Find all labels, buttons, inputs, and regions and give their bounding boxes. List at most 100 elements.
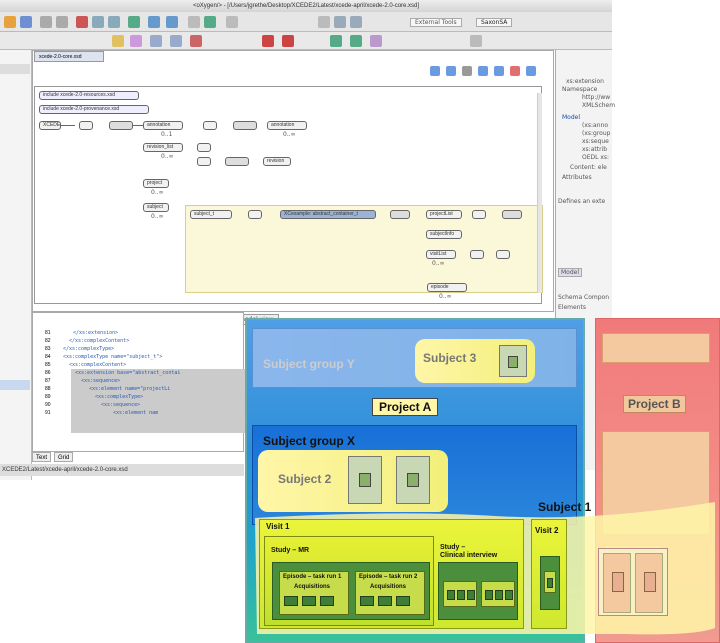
sequence-node-4[interactable] bbox=[197, 157, 211, 166]
choice-node-2[interactable] bbox=[233, 121, 257, 130]
sequence-node-8[interactable] bbox=[496, 250, 510, 259]
editor-tab[interactable]: xcede-2.0-core.xsd bbox=[34, 51, 104, 62]
indent-icon[interactable] bbox=[170, 35, 182, 47]
annotation-node[interactable]: annotation bbox=[143, 121, 183, 130]
rp-item-1[interactable]: Namespace bbox=[562, 86, 598, 93]
code-line[interactable]: <xs:element nam bbox=[113, 410, 159, 416]
settings-icon[interactable] bbox=[470, 35, 482, 47]
zoom-icon[interactable] bbox=[166, 16, 178, 28]
collapse-icon[interactable] bbox=[494, 66, 504, 76]
back-arrow-icon[interactable] bbox=[188, 16, 200, 28]
rp-description: Defines an exte bbox=[558, 198, 606, 205]
debug-icon[interactable] bbox=[350, 16, 362, 28]
code-line[interactable]: <xs:sequence> bbox=[101, 402, 141, 408]
zoom-in-icon[interactable] bbox=[526, 66, 536, 76]
grid-view-icon[interactable] bbox=[430, 66, 440, 76]
paste-icon[interactable] bbox=[108, 16, 120, 28]
left-panel-selection[interactable] bbox=[0, 380, 30, 390]
text-tab[interactable]: Text bbox=[32, 452, 52, 462]
table-view-icon[interactable] bbox=[446, 66, 456, 76]
code-line[interactable]: <xs:complexContent> bbox=[69, 362, 127, 368]
sequence-node-6[interactable] bbox=[472, 210, 486, 219]
code-line[interactable]: <xs:extension base="abstract_contai bbox=[75, 370, 181, 376]
tag-icon[interactable] bbox=[112, 35, 124, 47]
subject-node[interactable]: subject bbox=[143, 203, 169, 212]
status-bar: XCEDE2/Latest/xcede-april/xcede-2.0-core… bbox=[0, 464, 244, 476]
episode-node[interactable]: episode bbox=[427, 283, 467, 292]
subject-3-box: Subject 3 bbox=[415, 339, 535, 383]
code-line[interactable]: <xs:element name="projectLi bbox=[89, 386, 171, 392]
schema-icon[interactable] bbox=[330, 35, 342, 47]
code-line[interactable]: <xs:complexType name="subject_t"> bbox=[63, 354, 163, 360]
format-icon[interactable] bbox=[150, 35, 162, 47]
subject-info-node[interactable]: subjectInfo bbox=[426, 230, 462, 239]
rp-item-11[interactable]: Attributes bbox=[562, 174, 592, 181]
stop-icon[interactable] bbox=[282, 35, 294, 47]
project-list-node[interactable]: projectList bbox=[426, 210, 462, 219]
sequence-node[interactable] bbox=[79, 121, 93, 130]
revision-node[interactable]: revision bbox=[263, 157, 291, 166]
code-line[interactable]: </xs:complexContent> bbox=[69, 338, 130, 344]
transformer-dropdown[interactable]: SaxonSA bbox=[476, 18, 513, 27]
project-node[interactable]: project bbox=[143, 179, 169, 188]
include-provenance-node[interactable]: include xcede-2.0-provenance.xsd bbox=[39, 105, 149, 114]
grid-icon[interactable] bbox=[370, 35, 382, 47]
transform-icon[interactable] bbox=[334, 16, 346, 28]
external-tools-dropdown[interactable]: External Tools bbox=[410, 18, 462, 27]
choice-node-5[interactable] bbox=[502, 210, 522, 219]
abstract-container-node[interactable]: XCexample: abstract_container_t bbox=[280, 210, 376, 219]
open-file-icon[interactable] bbox=[4, 16, 16, 28]
rp-elements[interactable]: Elements bbox=[558, 304, 586, 311]
choice-node[interactable] bbox=[109, 121, 133, 130]
project-b-subject-box bbox=[602, 333, 710, 363]
undo-icon[interactable] bbox=[40, 16, 52, 28]
subject-t-node[interactable]: subject_t bbox=[190, 210, 232, 219]
annotation-node-2[interactable]: annotation bbox=[267, 121, 307, 130]
sequence-node-2[interactable] bbox=[203, 121, 217, 130]
pen-icon[interactable] bbox=[130, 35, 142, 47]
sequence-node-5[interactable] bbox=[390, 210, 410, 219]
rp-item-4[interactable]: Model bbox=[562, 114, 581, 121]
comment-icon[interactable] bbox=[190, 35, 202, 47]
copy-icon[interactable] bbox=[92, 16, 104, 28]
rp-tab-model[interactable]: Model bbox=[558, 268, 583, 277]
validate-icon[interactable] bbox=[128, 16, 140, 28]
redo-icon[interactable] bbox=[56, 16, 68, 28]
subject-2-visit-b bbox=[396, 456, 430, 504]
rp-tab-schema[interactable]: Schema Compon bbox=[558, 294, 610, 301]
save-icon[interactable] bbox=[20, 16, 32, 28]
find-icon[interactable] bbox=[148, 16, 160, 28]
xslt-icon[interactable] bbox=[318, 16, 330, 28]
close-diagram-icon[interactable] bbox=[510, 66, 520, 76]
code-line[interactable]: </xs:extension> bbox=[73, 330, 119, 336]
diagram-scrollbar[interactable] bbox=[537, 93, 542, 293]
grid-tab[interactable]: Grid bbox=[54, 452, 74, 462]
nav-icon[interactable] bbox=[226, 16, 238, 28]
revision-list-node[interactable]: revision_list bbox=[143, 143, 183, 152]
choice-node-3[interactable] bbox=[225, 157, 249, 166]
expand-icon[interactable] bbox=[478, 66, 488, 76]
connector bbox=[61, 125, 75, 126]
diagram-icon[interactable] bbox=[350, 35, 362, 47]
subject-3-label: Subject 3 bbox=[423, 351, 477, 365]
selected-code-block[interactable] bbox=[71, 369, 245, 433]
sequence-node-3[interactable] bbox=[197, 143, 211, 152]
connector bbox=[133, 125, 145, 126]
extension-node[interactable] bbox=[248, 210, 262, 219]
forward-arrow-icon[interactable] bbox=[204, 16, 216, 28]
text-icon[interactable] bbox=[462, 66, 472, 76]
run-icon[interactable] bbox=[262, 35, 274, 47]
cut-icon[interactable] bbox=[76, 16, 88, 28]
main-toolbar: External Tools SaxonSA bbox=[0, 12, 612, 32]
visit-list-node[interactable]: visitList bbox=[426, 250, 456, 259]
visit-1-box: Visit 1 Study – MR Episode – task run 1 … bbox=[259, 519, 524, 629]
root-node[interactable]: XCEDE bbox=[39, 121, 61, 130]
sequence-node-7[interactable] bbox=[470, 250, 484, 259]
include-resources-node[interactable]: include xcede-2.0-resources.xsd bbox=[39, 91, 139, 100]
episode-ci-2 bbox=[481, 581, 515, 607]
code-line[interactable]: </xs:complexType> bbox=[63, 346, 115, 352]
diagram-toolbar bbox=[420, 66, 550, 78]
code-line[interactable]: <xs:sequence> bbox=[81, 378, 121, 384]
code-line[interactable]: <xs:complexType> bbox=[95, 394, 144, 400]
rp-item-0[interactable]: xs:extension bbox=[566, 78, 604, 85]
